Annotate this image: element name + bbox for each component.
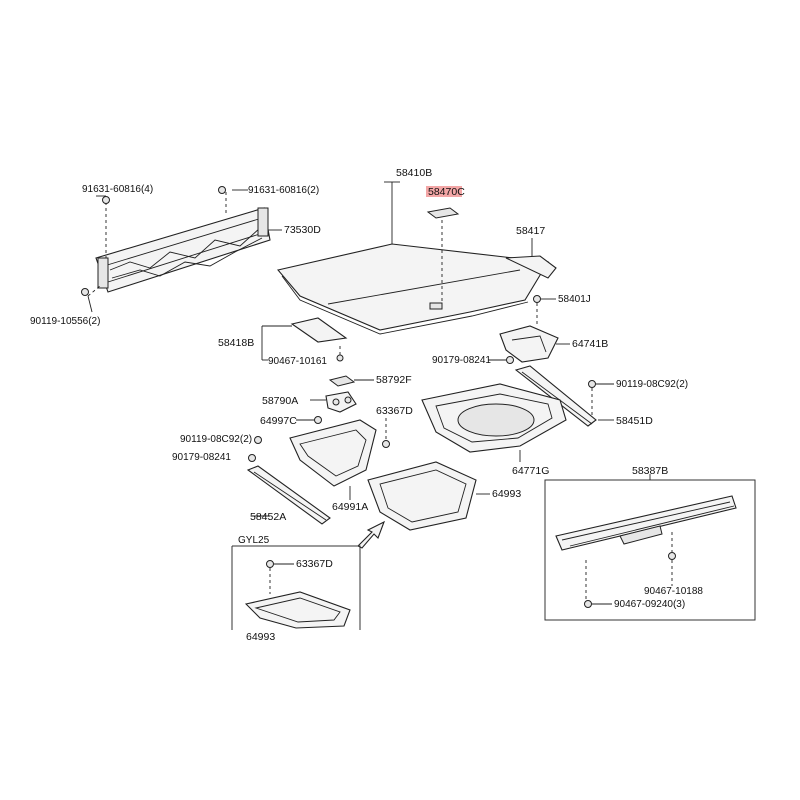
label-90119-08c92-right: 90119-08C92(2): [616, 379, 688, 390]
nut-icon: [506, 356, 514, 364]
label-90467-09240: 90467-09240(3): [614, 599, 685, 610]
label-64741b: 64741B: [572, 338, 608, 350]
label-90179-08241-right: 90179-08241: [432, 355, 491, 366]
label-90119-10556: 90119-10556(2): [30, 316, 100, 327]
label-63367d: 63367D: [376, 405, 413, 417]
inset-gyl25: [231, 545, 361, 630]
label-58401j: 58401J: [558, 294, 591, 305]
label-58452a: 58452A: [250, 511, 286, 523]
label-90467-10161: 90467-10161: [268, 356, 327, 367]
label-58470c: 58470C: [428, 186, 465, 198]
bolt-icon: [81, 186, 226, 296]
label-58792f: 58792F: [376, 374, 412, 386]
hook-58792f: [328, 375, 374, 387]
label-63367d-inset: 63367D: [296, 558, 333, 570]
label-58418b: 58418B: [218, 337, 254, 349]
label-64993: 64993: [492, 488, 521, 500]
label-gyl25: GYL25: [238, 535, 270, 546]
label-64993-inset: 64993: [246, 631, 275, 643]
label-91631-60816-2: 91631-60816(2): [248, 185, 319, 196]
label-90119-08c92-left: 90119-08C92(2): [180, 434, 252, 445]
tray-64991a: [289, 419, 377, 500]
label-64771g: 64771G: [512, 465, 549, 477]
label-58790a: 58790A: [262, 395, 298, 407]
inset-58387b: [544, 474, 756, 621]
deck-board-58410b: [276, 181, 549, 335]
label-73530d: 73530D: [284, 224, 321, 236]
clip-64997c: [296, 416, 322, 424]
clip-58401j: [533, 295, 556, 326]
holder-58790a: [310, 391, 357, 413]
bolt-63367d: [382, 418, 390, 448]
label-58451d: 58451D: [616, 415, 653, 427]
bracket-64741b: [499, 325, 570, 363]
cover-58417: [505, 238, 557, 279]
label-90467-10188: 90467-10188: [644, 586, 703, 597]
highlight-58470c: [426, 186, 462, 197]
cover-58418b: [261, 317, 348, 362]
rail-58452a: [246, 465, 331, 525]
arrow-icon: [357, 520, 386, 549]
label-58417: 58417: [516, 225, 545, 237]
label-58387b: 58387B: [632, 465, 668, 477]
label-64997c: 64997C: [260, 415, 297, 427]
bracket-73530d: [87, 192, 282, 297]
label-90179-08241-left: 90179-08241: [172, 452, 231, 463]
label-64991a: 64991A: [332, 501, 368, 513]
box-64993: [367, 461, 490, 531]
tub-64771g: [421, 383, 567, 462]
label-58410b: 58410B: [396, 167, 432, 179]
bolt-icon-left: [248, 436, 262, 462]
rail-58451d: [514, 365, 614, 427]
cover-clip-58470c: [426, 207, 460, 302]
label-91631-60816-4: 91631-60816(4): [82, 184, 153, 195]
